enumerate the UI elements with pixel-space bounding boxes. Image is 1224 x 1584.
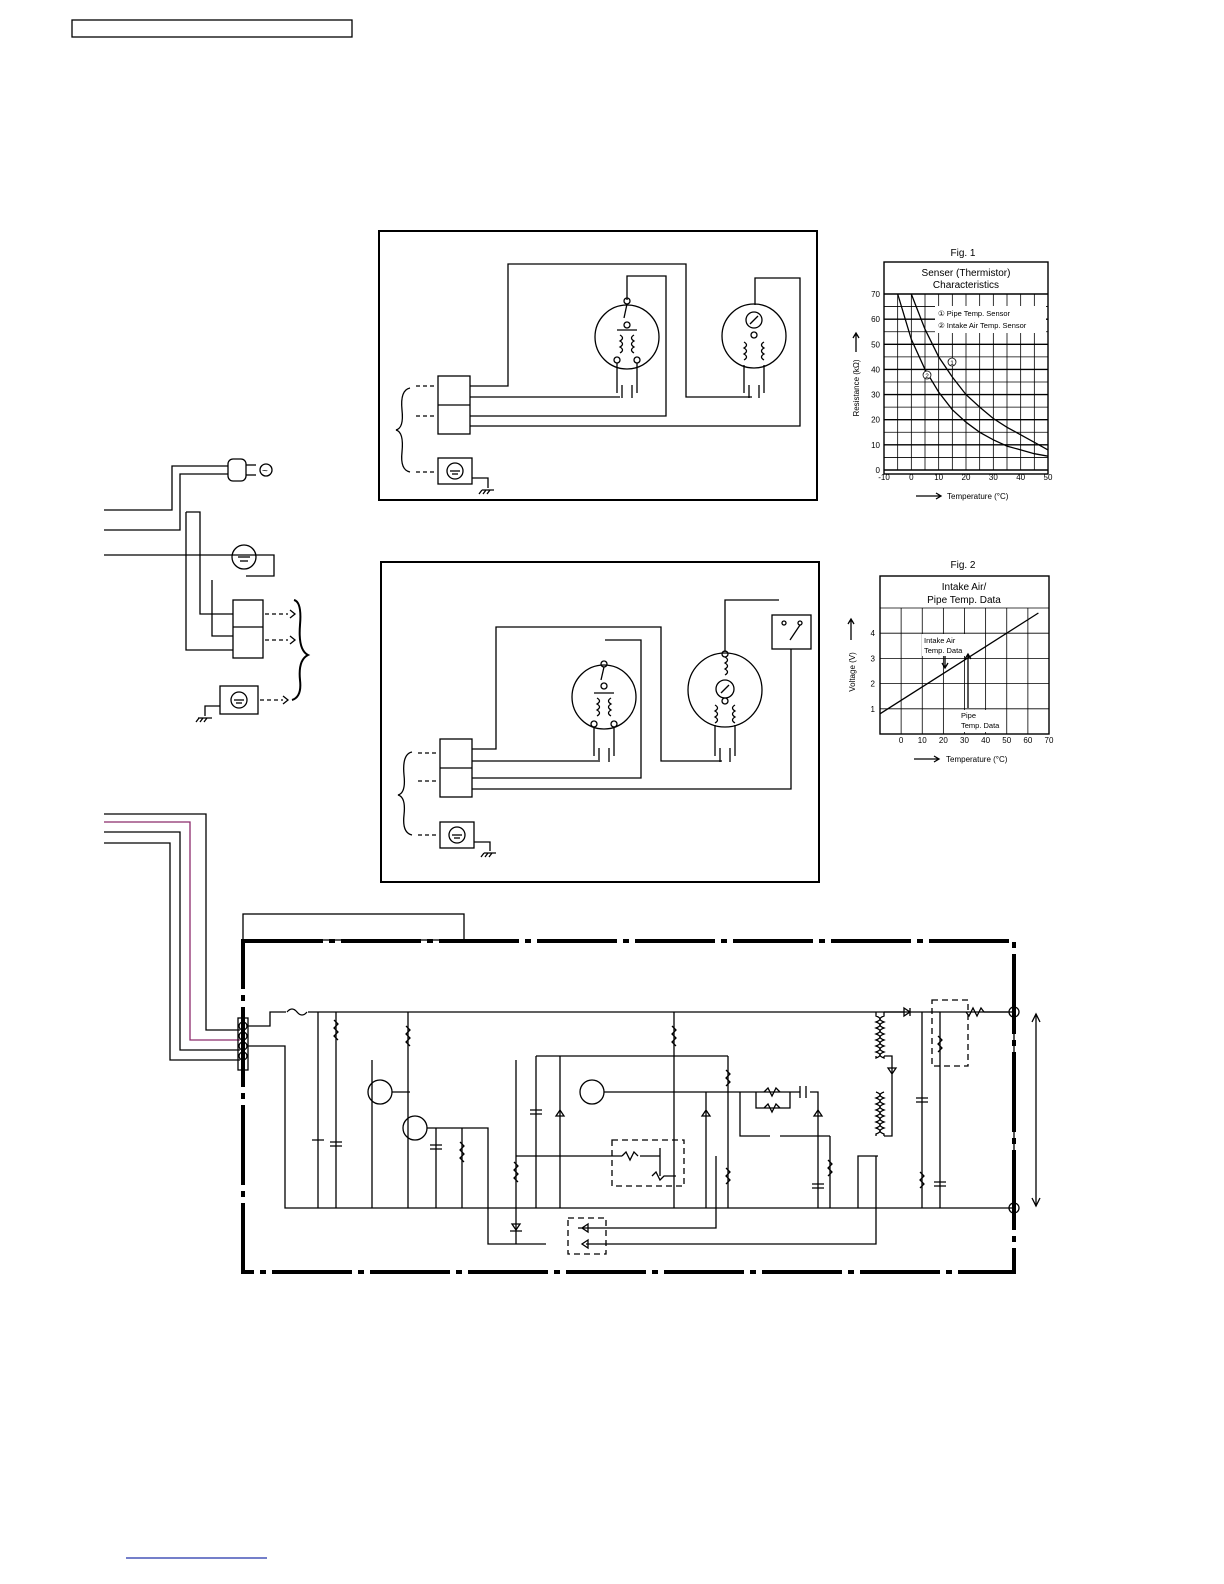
fuse-icon (286, 1008, 308, 1016)
motor-panel-lower (380, 561, 820, 883)
earth-terminal-supply (219, 685, 259, 715)
fig1-series-line-1 (910, 293, 1049, 451)
brace-supply (291, 599, 311, 701)
fig2-ytick-label: 2 (871, 680, 876, 689)
fig2-tick-labels: 0 10 20 30 40 50 60 70 1 2 3 4 (871, 629, 1054, 745)
fig2-annotation-intake-line2: Temp. Data (924, 646, 963, 655)
power-supply-wiring: ~ (104, 458, 311, 723)
fig2-ytick-label: 1 (871, 705, 876, 714)
connector-block-supply (232, 599, 264, 659)
fig2-series-group (879, 612, 1039, 715)
thermal-fuse-dashed (931, 999, 969, 1067)
ac-source-symbol: ~ (262, 466, 268, 477)
fig1-ytick-label: 20 (871, 416, 880, 425)
fig2-annotation-pipe-line2: Temp. Data (961, 721, 1000, 730)
fig2-annotation-pipe-line1: Pipe (961, 711, 976, 720)
control-board-label-box (242, 913, 465, 941)
fig1-xtick-label: 40 (1016, 473, 1025, 482)
fig1-ytick-label: 70 (871, 290, 880, 299)
fig1-xtick-label: 10 (934, 473, 943, 482)
fig2-title-line2: Pipe Temp. Data (927, 595, 1001, 606)
fig2-xtick-label: 10 (918, 736, 927, 745)
fig2-ylabel: Voltage (V) (848, 652, 857, 692)
fig2-xtick-label: 40 (981, 736, 990, 745)
control-board (237, 913, 1041, 1274)
fig1-xlabel: Temperature (°C) (947, 492, 1009, 501)
fig1-xtick-label: 20 (962, 473, 971, 482)
earth-terminal-lower (439, 821, 475, 849)
fig2-xtick-label: 0 (899, 736, 904, 745)
fig1-xtick-label: 30 (989, 473, 998, 482)
fig2-xlabel: Temperature (°C) (946, 755, 1008, 764)
fig2-xtick-label: 50 (1002, 736, 1011, 745)
power-plug-icon: ~ (227, 458, 273, 482)
fig2-series-line-1 (879, 612, 1039, 715)
motor-panel-upper (378, 230, 818, 501)
fig1-series-group (897, 293, 1049, 457)
fig1-label: Fig. 1 (950, 248, 975, 259)
brace-lower (397, 751, 413, 836)
header-box (71, 19, 353, 38)
chart-fig2: Fig. 2 Intake Air/ Pipe Temp. Data 0 10 20… (847, 560, 1054, 764)
fig2-grid (879, 607, 1050, 735)
fig1-marker-2: 2 (925, 373, 929, 380)
motor-icon-fan (687, 650, 763, 762)
fig1-ytick-label: 40 (871, 365, 880, 374)
fig2-xtick-label: 70 (1045, 736, 1054, 745)
fig1-ylabel: Resistance (kΩ) (852, 359, 861, 416)
fig2-xtick-label: 20 (939, 736, 948, 745)
fig1-ytick-label: 0 (876, 466, 881, 475)
fig1-marker-1: 1 (950, 360, 954, 367)
ground-symbol-upper (472, 477, 494, 495)
switch-box (771, 614, 812, 650)
fig1-series-line-2 (897, 293, 1049, 457)
fig1-xtick-label: 50 (1044, 473, 1053, 482)
fig1-ytick-label: 10 (871, 441, 880, 450)
fig1-ytick-label: 50 (871, 340, 880, 349)
terminal-block (237, 1017, 249, 1071)
fig1-ytick-label: 60 (871, 315, 880, 324)
fig1-ytick-label: 30 (871, 391, 880, 400)
transformer-icon (874, 1012, 898, 1137)
fig2-ytick-label: 4 (871, 629, 876, 638)
lead-wires (104, 813, 240, 1061)
fig2-title-line1: Intake Air/ (942, 582, 987, 593)
transistor-q2 (402, 1115, 428, 1141)
motor-icon-louver-1 (594, 297, 660, 398)
ic-package-dashed (611, 1139, 685, 1187)
motor-icon-louver-3 (571, 660, 637, 762)
fig1-xtick-label: 0 (909, 473, 914, 482)
fig1-title-line2: Characteristics (933, 280, 999, 291)
fig2-ytick-label: 3 (871, 654, 876, 663)
earth-terminal-upper (437, 457, 473, 485)
photocoupler-dashed (567, 1217, 607, 1255)
motor-icon-louver-2 (721, 303, 787, 398)
fig2-xtick-label: 60 (1023, 736, 1032, 745)
fig1-xtick-label: -10 (878, 473, 890, 482)
fig2-xtick-label: 30 (960, 736, 969, 745)
transistor-q3 (579, 1079, 605, 1105)
control-board-border (241, 939, 1016, 1274)
fig1-legend-2: ② Intake Air Temp. Sensor (938, 321, 1027, 330)
brace-upper (395, 387, 411, 473)
fig2-annotation-intake-line1: Intake Air (924, 636, 956, 645)
earth-plug-icon (231, 544, 257, 570)
fig1-legend-1: ① Pipe Temp. Sensor (938, 309, 1011, 318)
fig1-title: Senser (Thermistor) (922, 268, 1011, 279)
fig2-label: Fig. 2 (950, 560, 975, 571)
